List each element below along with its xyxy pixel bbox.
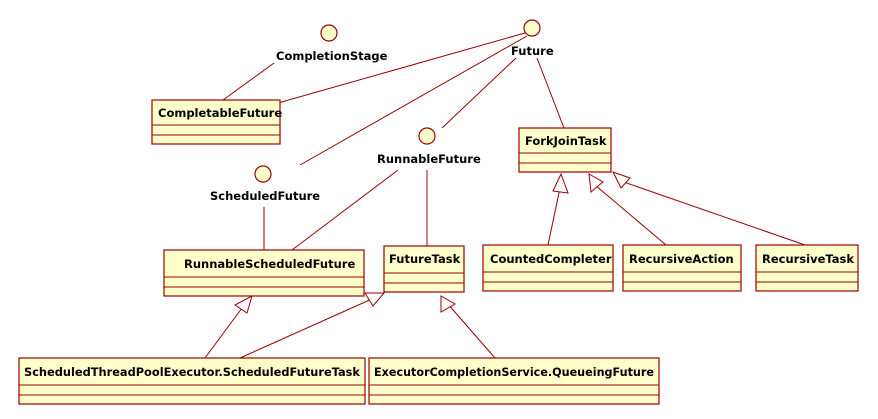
edge-runnablescheduledfuture-runnablefuture	[291, 169, 399, 251]
completablefuture-name: CompletableFuture	[158, 106, 282, 120]
runnablescheduledfuture-box	[163, 249, 365, 297]
runnablescheduledfuture-name: RunnableScheduledFuture	[184, 257, 355, 271]
queueingfuture-name: ExecutorCompletionService.QueueingFuture	[374, 365, 654, 379]
runnablefuture-circle	[418, 127, 436, 145]
scheduledfuturetask-box	[18, 357, 366, 405]
future-label: Future	[511, 44, 554, 58]
class-queueingfuture: ExecutorCompletionService.QueueingFuture	[368, 357, 660, 405]
runnablefuture-label: RunnableFuture	[377, 152, 481, 166]
edge-recursiveaction-forkjointask	[594, 184, 667, 246]
completionstage-circle	[320, 24, 338, 42]
edge-completablefuture-future	[277, 32, 526, 104]
interface-runnablefuture: RunnableFuture	[377, 127, 481, 166]
queueingfuture-box	[368, 357, 660, 405]
edge-forkjointask-future	[536, 57, 565, 129]
recursiveaction-box	[622, 244, 742, 292]
future-circle	[523, 19, 541, 37]
completionstage-label: CompletionStage	[276, 49, 388, 63]
recursivetask-name: RecursiveTask	[762, 252, 854, 266]
interface-future: Future	[511, 19, 554, 58]
class-runnablescheduledfuture: RunnableScheduledFuture	[163, 249, 365, 297]
class-completablefuture: CompletableFuture	[151, 99, 282, 145]
class-futuretask: FutureTask	[383, 245, 465, 293]
recursivetask-box	[755, 244, 859, 292]
class-countedcompleter: CountedCompleter	[482, 244, 614, 292]
futuretask-box	[383, 245, 465, 293]
connector-lines	[204, 32, 806, 359]
edge-countedcompleter-forkjointask	[547, 187, 561, 246]
arrowhead-futuretask-from-queueingfuture	[440, 295, 457, 313]
edge-queueingfuture-futuretask	[446, 302, 496, 359]
arrowhead-forkjointask-from-recursivetask	[611, 171, 631, 189]
countedcompleter-box	[482, 244, 614, 292]
edge-recursivetask-forkjointask	[617, 179, 806, 246]
arrowhead-futuretask-from-scheduledfuturetask	[364, 292, 386, 307]
interface-scheduledfuture: ScheduledFuture	[210, 165, 320, 203]
class-recursivetask: RecursiveTask	[755, 244, 859, 292]
edge-scheduledfuturetask-runnablescheduledfuture	[204, 307, 243, 359]
edge-scheduledfuture-future	[299, 35, 528, 166]
arrowhead-runnablescheduledfuture	[234, 295, 253, 314]
arrowhead-forkjointask-from-recursiveaction	[588, 173, 604, 193]
countedcompleter-name: CountedCompleter	[490, 252, 612, 266]
interface-completionstage: CompletionStage	[276, 24, 388, 63]
forkjointask-box	[518, 127, 612, 173]
generalization-arrowheads	[234, 171, 631, 314]
scheduledfuture-label: ScheduledFuture	[210, 189, 320, 203]
class-recursiveaction: RecursiveAction	[622, 244, 742, 292]
arrowhead-forkjointask-from-countedcompleter	[552, 172, 569, 194]
recursiveaction-name: RecursiveAction	[629, 252, 734, 266]
edge-completablefuture-completionstage	[222, 62, 275, 101]
scheduledfuture-circle	[254, 165, 272, 183]
completablefuture-box	[151, 99, 281, 145]
edge-runnablefuture-future	[441, 57, 517, 129]
scheduledfuturetask-name: ScheduledThreadPoolExecutor.ScheduledFut…	[24, 365, 360, 379]
class-scheduledfuturetask: ScheduledThreadPoolExecutor.ScheduledFut…	[18, 357, 366, 405]
class-forkjointask: ForkJoinTask	[518, 127, 612, 173]
edge-scheduledfuturetask-futuretask	[239, 297, 375, 359]
futuretask-name: FutureTask	[389, 252, 461, 266]
forkjointask-name: ForkJoinTask	[525, 134, 607, 148]
